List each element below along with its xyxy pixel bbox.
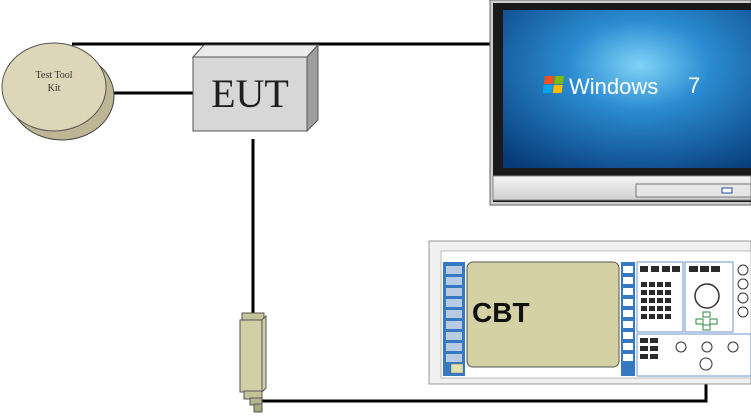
- test-tool-kit-label-line1: Test Tool: [35, 70, 72, 81]
- eut-label: EUT: [211, 71, 289, 116]
- test-tool-kit: Test Tool Kit: [1, 42, 115, 141]
- test-tool-kit-label-line2: Kit: [48, 83, 61, 94]
- windows-logo-icon: [542, 76, 564, 93]
- cbt-label: CBT: [472, 297, 530, 328]
- monitor: Windows 7: [489, 0, 751, 206]
- power-button-icon: [721, 187, 733, 194]
- cbt-display: [466, 261, 620, 368]
- eut-box: EUT: [191, 43, 320, 133]
- rf-connector: [239, 312, 267, 413]
- rotary-knob-icon: [694, 283, 720, 309]
- windows-version: 7: [688, 73, 700, 98]
- windows-label: Windows: [569, 74, 658, 99]
- cbt-instrument: CBT: [428, 240, 751, 385]
